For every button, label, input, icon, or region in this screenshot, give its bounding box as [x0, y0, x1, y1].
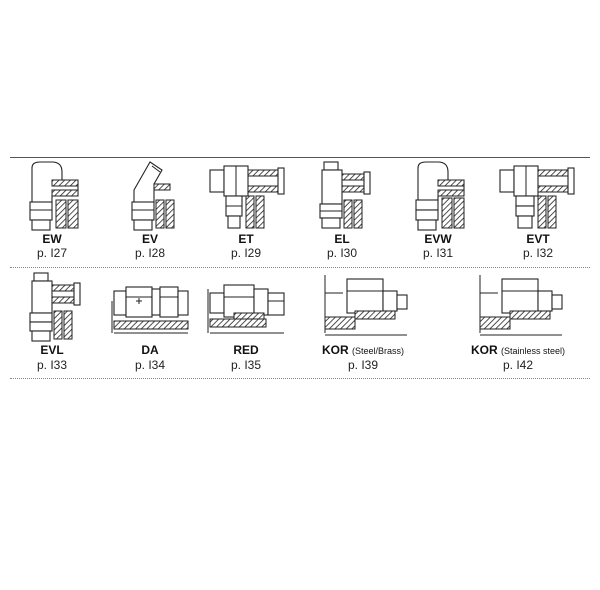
fitting-code: EVL: [40, 343, 64, 357]
fitting-code: ET: [238, 232, 254, 246]
page-ref: p. I31: [422, 246, 454, 260]
page-ref: p. I28: [134, 246, 166, 260]
fitting-et[interactable]: ET p. I29: [206, 160, 286, 260]
adjustable-tee-icon: [499, 165, 575, 229]
fitting-evt[interactable]: EVT p. I32: [498, 160, 578, 260]
branch-tee-fitting-icon: [319, 161, 371, 229]
adjustable-branch-tee-icon: [29, 272, 81, 342]
page-ref: p. I39: [347, 358, 379, 372]
fitting-ew[interactable]: EW p. I27: [22, 160, 82, 260]
fitting-kor-stainless[interactable]: KOR (Stainless steel) p. I42: [456, 271, 580, 372]
straight-connector-icon: [111, 286, 189, 334]
bottom-divider: [10, 378, 590, 379]
page-ref: p. I42: [502, 358, 534, 372]
adjustable-elbow-icon: [415, 161, 465, 231]
fitting-red[interactable]: RED p. I35: [204, 271, 288, 372]
page-ref: p. I33: [36, 358, 68, 372]
fitting-da[interactable]: DA p. I34: [108, 271, 192, 372]
row1-divider: [10, 267, 590, 268]
reducing-insert-stainless-icon: [479, 275, 563, 336]
fitting-code: EV: [141, 232, 158, 246]
angled-45-fitting-icon: [131, 161, 175, 231]
reducing-insert-icon: [324, 275, 408, 336]
tee-fitting-icon: [209, 165, 285, 229]
page-ref: p. I32: [522, 246, 554, 260]
reducer-fitting-icon: [207, 284, 285, 334]
page-ref: p. I30: [326, 246, 358, 260]
fitting-code: EL: [334, 232, 350, 246]
fitting-evw[interactable]: EVW p. I31: [408, 160, 468, 260]
fitting-code: EW: [42, 232, 62, 246]
fitting-el[interactable]: EL p. I30: [312, 160, 372, 260]
fitting-code: EVW: [424, 232, 452, 246]
fitting-kor-steel-brass[interactable]: KOR (Steel/Brass) p. I39: [308, 271, 418, 372]
page-ref: p. I34: [134, 358, 166, 372]
fitting-ev[interactable]: EV p. I28: [120, 160, 180, 260]
fitting-code: DA: [141, 343, 159, 357]
top-rule: [10, 157, 590, 158]
page-ref: p. I35: [230, 358, 262, 372]
elbow-fitting-icon: [29, 161, 79, 231]
fitting-code: RED: [233, 343, 259, 357]
fitting-evl[interactable]: EVL p. I33: [22, 271, 82, 372]
fitting-code: EVT: [526, 232, 550, 246]
page-ref: p. I27: [36, 246, 68, 260]
fitting-code: KOR (Stainless steel): [470, 343, 566, 357]
fitting-code: KOR (Steel/Brass): [321, 343, 405, 357]
page-ref: p. I29: [230, 246, 262, 260]
